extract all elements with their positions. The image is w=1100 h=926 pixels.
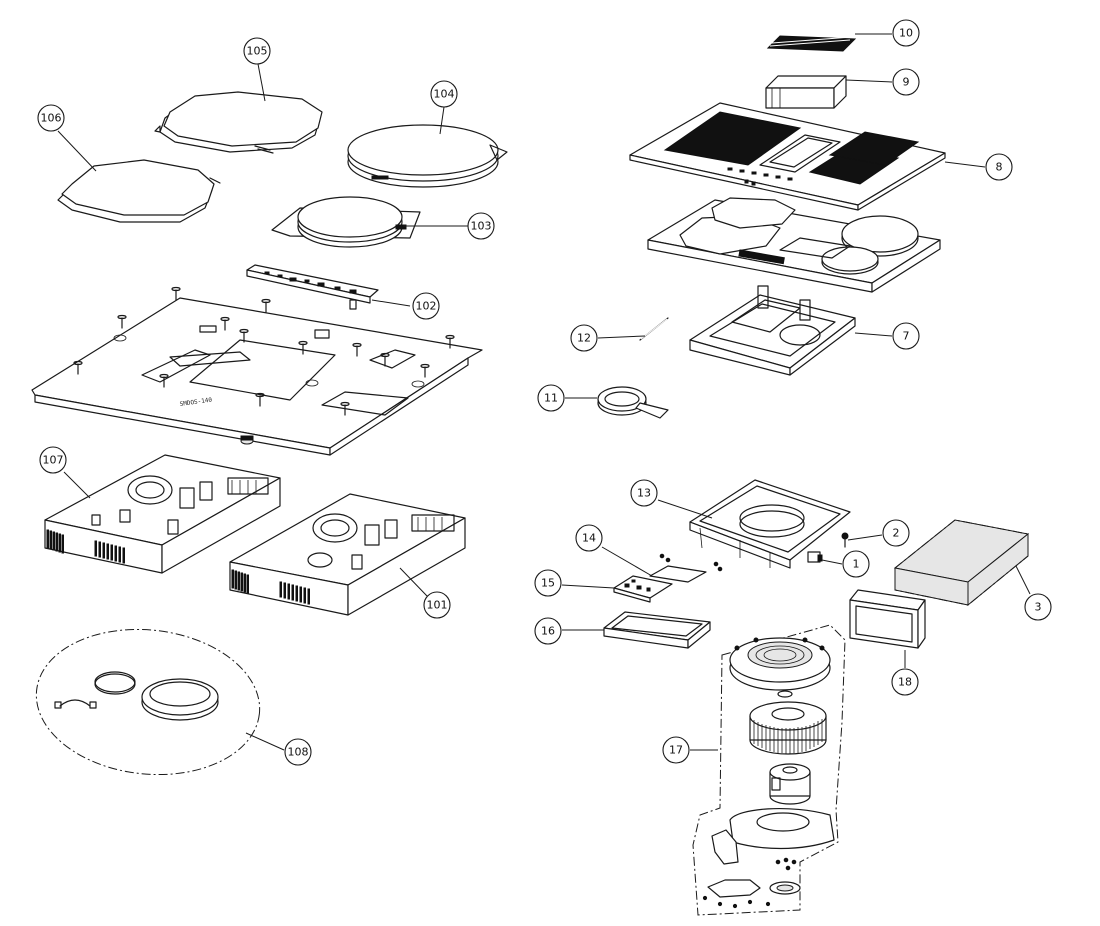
- svg-text:106: 106: [41, 112, 62, 125]
- part-17-fan-assembly: [692, 624, 846, 916]
- callout-18: 18: [891, 668, 919, 696]
- callout-103: 103: [467, 212, 495, 240]
- callout-16: 16: [534, 617, 562, 645]
- svg-text:16: 16: [541, 625, 555, 638]
- leader-lines: [57, 33, 1031, 751]
- callout-105: 105: [243, 37, 271, 65]
- part-7-chassis: [689, 285, 856, 376]
- svg-text:15: 15: [541, 577, 555, 590]
- callout-106: 106: [37, 104, 65, 132]
- cooktop-frame: [647, 197, 941, 293]
- part-105-octagonal-coil: [154, 91, 323, 154]
- part-107-power-module: [44, 454, 281, 574]
- part-103-round-coil: [271, 196, 421, 248]
- svg-text:18: 18: [898, 676, 912, 689]
- part-10-grille: [766, 35, 857, 52]
- callout-17: 17: [662, 736, 690, 764]
- svg-text:108: 108: [288, 746, 309, 759]
- part-11-tape: [597, 386, 669, 419]
- svg-text:101: 101: [427, 599, 448, 612]
- part-101-power-module: [229, 493, 466, 616]
- svg-text:2: 2: [893, 527, 900, 540]
- callout-15: 15: [534, 569, 562, 597]
- svg-text:11: 11: [544, 392, 558, 405]
- part-3-filter: [893, 519, 1030, 607]
- callout-11: 11: [537, 384, 565, 412]
- svg-text:14: 14: [582, 532, 596, 545]
- part-9-duct: [765, 75, 847, 109]
- part-18-filter-frame: [849, 589, 926, 649]
- callout-108: 108: [284, 738, 312, 766]
- callout-14: 14: [575, 524, 603, 552]
- svg-text:103: 103: [471, 220, 492, 233]
- svg-text:104: 104: [434, 88, 455, 101]
- svg-text:1: 1: [853, 558, 860, 571]
- part-2-screw: [841, 532, 849, 548]
- callout-10: 10: [892, 19, 920, 47]
- svg-text:9: 9: [903, 76, 910, 89]
- callout-104: 104: [430, 80, 458, 108]
- callout-7: 7: [892, 322, 920, 350]
- part-1-connector: [807, 551, 823, 563]
- part-12-rod: [639, 317, 669, 341]
- svg-text:105: 105: [247, 45, 268, 58]
- callout-2: 2: [882, 519, 910, 547]
- part-106-octagonal-coil: [57, 159, 221, 223]
- svg-text:107: 107: [43, 454, 64, 467]
- callout-102: 102: [412, 292, 440, 320]
- svg-text:102: 102: [416, 300, 437, 313]
- svg-text:10: 10: [899, 27, 913, 40]
- svg-text:12: 12: [577, 332, 591, 345]
- svg-text:3: 3: [1035, 601, 1042, 614]
- svg-text:8: 8: [996, 161, 1003, 174]
- svg-text:17: 17: [669, 744, 683, 757]
- part-104-round-coil: [347, 124, 508, 188]
- callout-3: 3: [1024, 593, 1052, 621]
- svg-text:7: 7: [903, 330, 910, 343]
- plate-marking: SMDOS-140: [179, 396, 213, 408]
- svg-text:13: 13: [637, 487, 651, 500]
- callout-12: 12: [570, 324, 598, 352]
- callout-101: 101: [423, 591, 451, 619]
- callout-13: 13: [630, 479, 658, 507]
- part-8-glass-top: [629, 102, 946, 211]
- callout-9: 9: [892, 68, 920, 96]
- part-13-fan-frame: [689, 479, 851, 569]
- part-102-control-board: [246, 264, 379, 310]
- callout-1: 1: [842, 550, 870, 578]
- part-108-cable-kit: [35, 628, 261, 776]
- part-15-pcb: [613, 575, 673, 603]
- part-16-tray: [603, 611, 711, 649]
- part-14-cover-plate: [649, 553, 723, 583]
- callout-8: 8: [985, 153, 1013, 181]
- base-plate: SMDOS-140: [31, 286, 483, 456]
- callout-107: 107: [39, 446, 67, 474]
